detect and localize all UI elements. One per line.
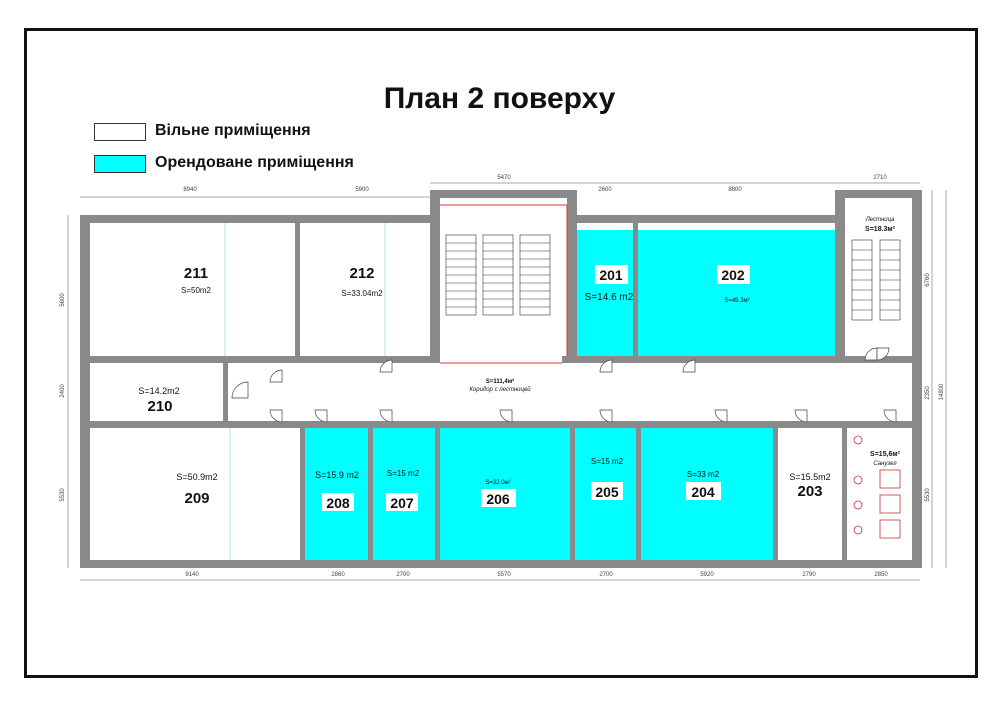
room-204-tag: [686, 482, 721, 500]
dim-bottom-7: 2790: [802, 572, 816, 578]
room-201-number: 201: [599, 267, 623, 283]
room-205-number: 205: [595, 484, 619, 500]
stairwell-outline: [440, 204, 568, 364]
room-212-number: 212: [349, 265, 374, 282]
stair-right-area: S=18.3м²: [865, 226, 896, 233]
room-211-area: S=50m2: [181, 286, 212, 295]
stairwell-main: [445, 234, 551, 316]
room-210-area: S=14.2m2: [138, 386, 179, 396]
room-211-number: 211: [184, 265, 208, 282]
stair-right-label: Лестница: [865, 217, 896, 223]
corridor-label: Коридор с лестницей: [469, 386, 531, 393]
room-208-tag: [322, 493, 354, 511]
dim-top-5: 8800: [728, 187, 742, 193]
corridor-area: S=111,4м²: [486, 378, 514, 385]
dim-left-3: 5530: [60, 488, 66, 502]
dim-right-total: 14800: [939, 383, 945, 400]
room-205-area: S=15 m2: [591, 457, 624, 466]
room-207-tag: [386, 493, 418, 511]
legend-free-label: Вільне приміщення: [155, 122, 311, 139]
room-210-number: 210: [147, 398, 172, 415]
page-frame: [24, 28, 978, 678]
room-212-area: S=33.04m2: [341, 289, 383, 298]
room-206-tag: [481, 489, 516, 507]
inner-grid-lines: [224, 223, 386, 560]
dim-right-2: 2350: [925, 386, 931, 400]
stairwell-right: [851, 239, 901, 321]
room-207-number: 207: [390, 495, 414, 511]
room-202-tag: [717, 265, 750, 284]
room-206-number: 206: [486, 491, 510, 507]
room-209-area: S=50.9m2: [176, 472, 217, 482]
room-208-area: S=15.9 m2: [315, 470, 359, 480]
dim-bottom-2: 2860: [331, 572, 345, 578]
dim-bottom-6: 5920: [700, 572, 714, 578]
room-207-area: S=15 m2: [387, 469, 420, 478]
wc-fixtures: [853, 435, 901, 539]
room-209-number: 209: [184, 490, 209, 507]
dim-top-2: 5900: [355, 187, 369, 193]
dim-right-3: 5530: [925, 488, 931, 502]
page-title: План 2 поверху: [383, 82, 616, 115]
dim-left-1: 5600: [60, 293, 66, 307]
dim-bottom-1: 9140: [185, 572, 199, 578]
room-201-area: S=14.6 m2: [585, 292, 634, 303]
room-204-number: 204: [691, 484, 715, 500]
dim-top-4: 2600: [598, 187, 612, 193]
wc-label: Санузел: [873, 461, 897, 467]
room-203-area: S=15.5m2: [789, 472, 830, 482]
dim-top-3: 5470: [497, 175, 511, 181]
dim-bottom-3: 2700: [396, 572, 410, 578]
legend-rented-swatch: [94, 155, 146, 173]
room-202-area: S=49.3м²: [724, 298, 749, 304]
legend-rented-label: Орендоване приміщення: [155, 154, 354, 171]
legend-free-swatch: [94, 123, 146, 141]
room-205-tag: [591, 482, 623, 500]
dim-top-1: 8940: [183, 187, 197, 193]
wc-area: S=15,6м²: [870, 451, 901, 458]
room-208-number: 208: [326, 495, 350, 511]
building-walls: [80, 190, 922, 568]
dim-right-1: 6760: [925, 273, 931, 287]
room-201-tag: [595, 265, 628, 284]
room-202-number: 202: [721, 267, 745, 283]
dim-left-2: 2400: [60, 384, 66, 398]
room-204-area: S=33 m2: [687, 470, 720, 479]
dim-bottom-8: 2850: [874, 572, 888, 578]
room-203-number: 203: [797, 483, 822, 500]
door-swings: [231, 347, 897, 423]
dim-bottom-5: 2700: [599, 572, 613, 578]
dim-top-6: 2710: [873, 175, 887, 181]
room-206-area: S=32.0м²: [485, 480, 510, 486]
dimension-lines: [67, 182, 947, 581]
dim-bottom-4: 5570: [497, 572, 511, 578]
